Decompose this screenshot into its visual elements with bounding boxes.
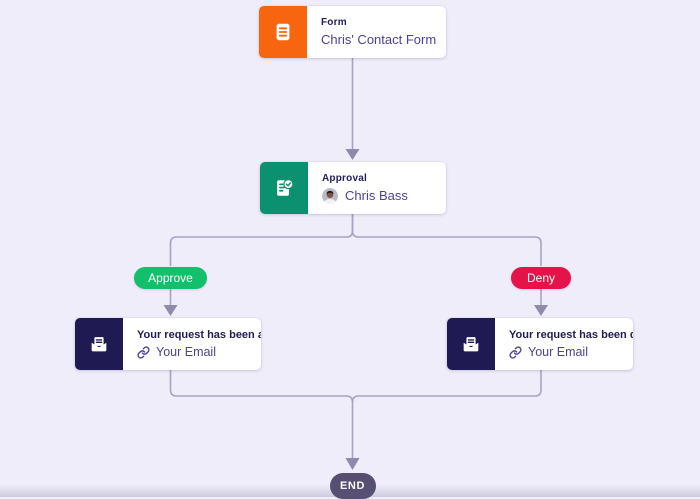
form-icon — [276, 23, 290, 41]
assignee-avatar — [322, 187, 338, 204]
end-node-label: END — [339, 480, 366, 492]
approval-node-icon-box — [260, 162, 308, 214]
arrowhead — [163, 305, 178, 316]
arrowhead — [345, 458, 360, 470]
email-approved-title: Your request has been approv... — [137, 329, 261, 341]
end-node: END — [329, 473, 376, 499]
branch-deny-pill[interactable]: Deny — [511, 267, 571, 289]
email-approved-link[interactable]: Your Email — [156, 345, 216, 359]
branch-deny-label: Deny — [526, 271, 555, 285]
branch-approve-pill[interactable]: Approve — [134, 267, 207, 289]
arrowhead — [534, 305, 548, 316]
email-denied-icon-box — [447, 318, 495, 370]
email-denied-link[interactable]: Your Email — [528, 345, 588, 359]
link-icon — [137, 345, 150, 359]
assignee-name: Chris Bass — [345, 188, 408, 203]
form-node-title: Chris' Contact Form — [321, 32, 437, 47]
form-node[interactable]: Form Chris' Contact Form — [259, 6, 446, 58]
arrowhead — [345, 149, 360, 160]
branch-approve-label: Approve — [148, 271, 193, 285]
email-denied-node[interactable]: Your request has been denied. Your Email — [447, 318, 633, 370]
approval-node[interactable]: Approval Chris Bass — [260, 162, 446, 214]
form-node-type-label: Form — [321, 17, 347, 28]
email-denied-title: Your request has been denied. — [509, 329, 633, 341]
email-icon — [91, 337, 107, 352]
approval-icon — [277, 179, 294, 196]
approval-node-type-label: Approval — [322, 172, 367, 184]
form-node-icon-box — [259, 6, 307, 58]
link-icon — [509, 345, 522, 359]
email-icon — [463, 337, 479, 352]
email-approved-icon-box — [75, 318, 123, 370]
email-approved-node[interactable]: Your request has been approv... Your Ema… — [75, 318, 261, 370]
